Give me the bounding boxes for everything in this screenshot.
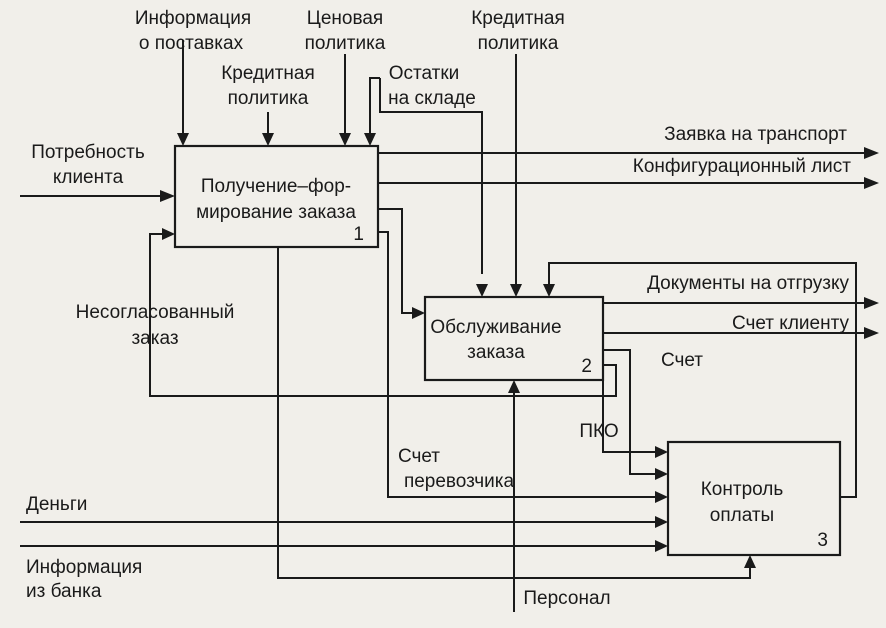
block-payment-control: Контроль оплаты 3: [666, 440, 842, 557]
arrow-info-supplies-label-1: Информация: [135, 8, 251, 29]
arrow-client-invoice: Счет клиенту: [603, 313, 879, 339]
arrow-bank-info-label-2: из банка: [26, 581, 102, 602]
arrow-personnel: Персонал: [277, 247, 756, 612]
arrow-credit-policy-1-label-1: Кредитная: [221, 63, 315, 84]
arrow-carrier-invoice-label-2: перевозчика: [404, 471, 515, 492]
arrow-credit-policy-2: Кредитная политика: [471, 8, 565, 297]
arrow-carrier-invoice-label-1: Счет: [398, 446, 440, 467]
arrow-credit-policy-1: Кредитная политика: [221, 63, 315, 146]
arrow-invoice-label: Счет: [661, 350, 703, 371]
block-payment-control-label-2: оплаты: [710, 505, 774, 526]
arrow-client-need-label-2: клиента: [53, 167, 124, 188]
arrow-client-need-label-1: Потребность: [31, 142, 145, 163]
arrow-price-policy-label-1: Ценовая: [307, 8, 383, 29]
arrow-stock-levels-label-1: Остатки: [389, 63, 460, 84]
arrow-payment-feedback: [543, 262, 857, 498]
arrow-credit-policy-2-label-2: политика: [478, 33, 559, 54]
arrow-unapproved-order: Несогласованный заказ: [76, 228, 617, 397]
arrow-stock-levels: Остатки на складе: [364, 63, 488, 297]
arrow-money-label: Деньги: [26, 494, 87, 515]
block-order-service-number: 2: [581, 356, 592, 377]
arrow-invoice: Счет: [603, 349, 703, 480]
arrow-transport-request: Заявка на транспорт: [378, 124, 879, 159]
arrow-unapproved-order-label-1: Несогласованный: [76, 302, 235, 323]
arrow-bank-info: Информация из банка: [20, 540, 668, 602]
block-order-forming-label-1: Получение–фор-: [201, 176, 351, 197]
block-payment-control-number: 3: [817, 530, 828, 551]
arrow-info-supplies: Информация о поставках: [135, 8, 251, 146]
block-order-service-label-2: заказа: [467, 342, 525, 363]
arrow-unapproved-order-label-2: заказ: [131, 328, 178, 349]
arrow-price-policy: Ценовая политика: [305, 8, 386, 146]
arrow-client-invoice-label: Счет клиенту: [732, 313, 850, 334]
arrow-pko-label: ПКО: [579, 421, 618, 442]
arrow-client-need: Потребность клиента: [20, 142, 175, 202]
block-order-service-label-1: Обслуживание: [430, 317, 561, 338]
arrow-credit-policy-2-label-1: Кредитная: [471, 8, 565, 29]
block-payment-control-label-1: Контроль: [701, 479, 784, 500]
block-order-service: Обслуживание заказа 2: [423, 295, 605, 382]
arrow-pko: ПКО: [579, 380, 668, 458]
arrow-config-sheet-label: Конфигурационный лист: [633, 156, 852, 177]
arrow-price-policy-label-2: политика: [305, 33, 386, 54]
arrow-credit-policy-1-label-2: политика: [228, 88, 309, 109]
arrow-block1-to-block2: [378, 208, 425, 319]
arrow-transport-request-label: Заявка на транспорт: [664, 124, 847, 145]
arrow-money: Деньги: [20, 494, 668, 528]
arrow-stock-levels-label-2: на складе: [388, 88, 476, 109]
arrow-info-supplies-label-2: о поставках: [139, 33, 244, 54]
block-order-forming: Получение–фор- мирование заказа 1: [173, 144, 380, 249]
arrow-bank-info-label-1: Информация: [26, 557, 142, 578]
arrow-shipping-docs-label: Документы на отгрузку: [647, 273, 849, 294]
block-order-forming-label-2: мирование заказа: [196, 202, 356, 223]
arrow-carrier-invoice: Счет перевозчика: [378, 231, 668, 503]
arrow-personnel-label: Персонал: [523, 588, 610, 609]
arrow-shipping-docs: Документы на отгрузку: [603, 273, 879, 309]
block-order-forming-number: 1: [353, 224, 364, 245]
arrow-config-sheet: Конфигурационный лист: [378, 156, 879, 189]
